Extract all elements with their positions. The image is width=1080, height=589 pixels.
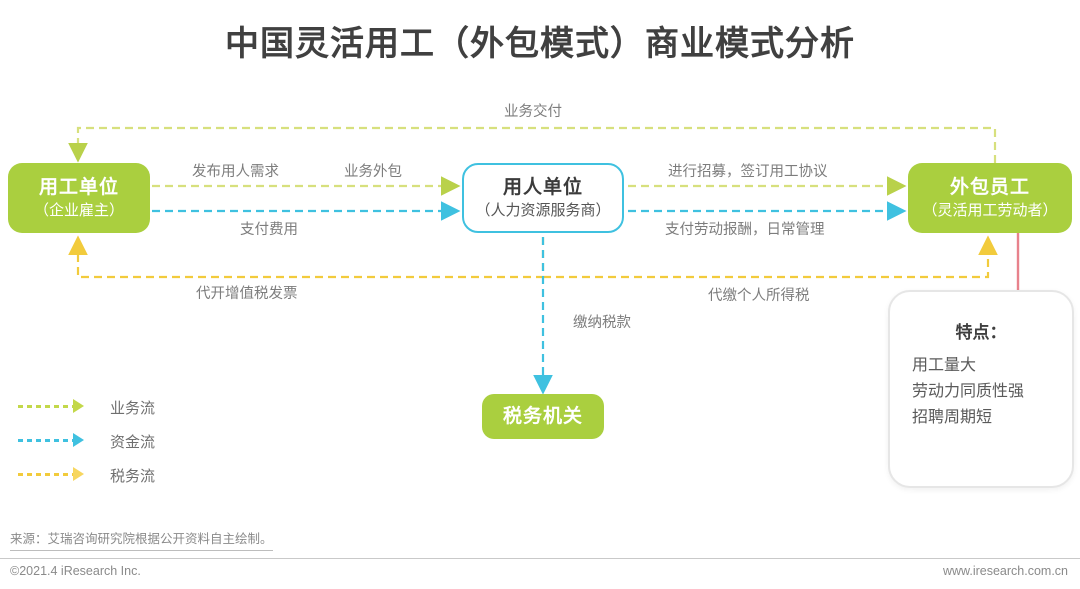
page-title: 中国灵活用工（外包模式）商业模式分析 [225, 25, 855, 63]
flow-label-recruit-sign: 进行招募，签订用工协议 [668, 164, 828, 180]
legend-label-business-flow: 业务流 [110, 399, 156, 417]
wire-vat-invoice [68, 235, 545, 279]
feature-item: 劳动力同质性强 [912, 382, 1025, 400]
flow-label-pay-labor: 支付劳动报酬，日常管理 [665, 222, 825, 238]
legend-swatch-capital-flow [18, 433, 96, 447]
legend-item-business-flow: 业务流 [18, 390, 155, 424]
footer-divider [0, 558, 1080, 589]
wire-withhold-income-tax [543, 235, 998, 279]
source-note: 来源：艾瑞咨询研究院根据公开资料自主绘制。 [10, 528, 273, 551]
wire-business-delivery [68, 126, 997, 163]
feature-item: 用工量大 [912, 357, 977, 374]
node-employer-subtitle: （企业雇主） [33, 201, 124, 219]
feature-callout: 特点： 用工量大 劳动力同质性强 招聘周期短 [888, 290, 1074, 488]
node-agency[interactable]: 用人单位 （人力资源服务商） [462, 163, 624, 233]
flow-label-pay-fee: 支付费用 [240, 222, 298, 238]
copyright-text: ©2021.4 iResearch Inc. [10, 564, 141, 578]
legend-item-tax-flow: 税务流 [18, 458, 155, 492]
node-tax-authority[interactable]: 税务机关 [482, 394, 604, 439]
website-url[interactable]: www.iresearch.com.cn [942, 564, 1068, 578]
legend-label-tax-flow: 税务流 [110, 467, 156, 485]
node-employer-title: 用工单位 [38, 176, 119, 198]
node-agency-subtitle: （人力资源服务商） [475, 201, 611, 219]
legend-swatch-tax-flow [18, 467, 96, 481]
node-agency-title: 用人单位 [502, 176, 583, 198]
legend: 业务流 资金流 税务流 [18, 390, 155, 492]
feature-heading: 特点： [955, 323, 1007, 342]
flow-label-withhold-income-tax: 代缴个人所得税 [708, 288, 810, 304]
flow-label-business-delivery: 业务交付 [504, 104, 562, 120]
feature-item: 招聘周期短 [912, 408, 993, 426]
node-tax-authority-title: 税务机关 [502, 405, 583, 427]
feature-list: 用工量大 劳动力同质性强 招聘周期短 [890, 353, 1072, 431]
flow-label-business-outsourcing: 业务外包 [344, 164, 402, 180]
node-employer[interactable]: 用工单位 （企业雇主） [8, 163, 150, 233]
node-worker[interactable]: 外包员工 （灵活用工劳动者） [908, 163, 1072, 233]
legend-swatch-business-flow [18, 399, 96, 413]
legend-item-capital-flow: 资金流 [18, 424, 155, 458]
flow-label-vat-invoice: 代开增值税发票 [196, 286, 298, 302]
node-worker-title: 外包员工 [949, 176, 1030, 198]
flow-label-post-demand: 发布用人需求 [192, 164, 279, 180]
flow-label-pay-tax: 缴纳税款 [573, 315, 631, 331]
legend-label-capital-flow: 资金流 [110, 433, 156, 451]
node-worker-subtitle: （灵活用工劳动者） [922, 201, 1058, 219]
